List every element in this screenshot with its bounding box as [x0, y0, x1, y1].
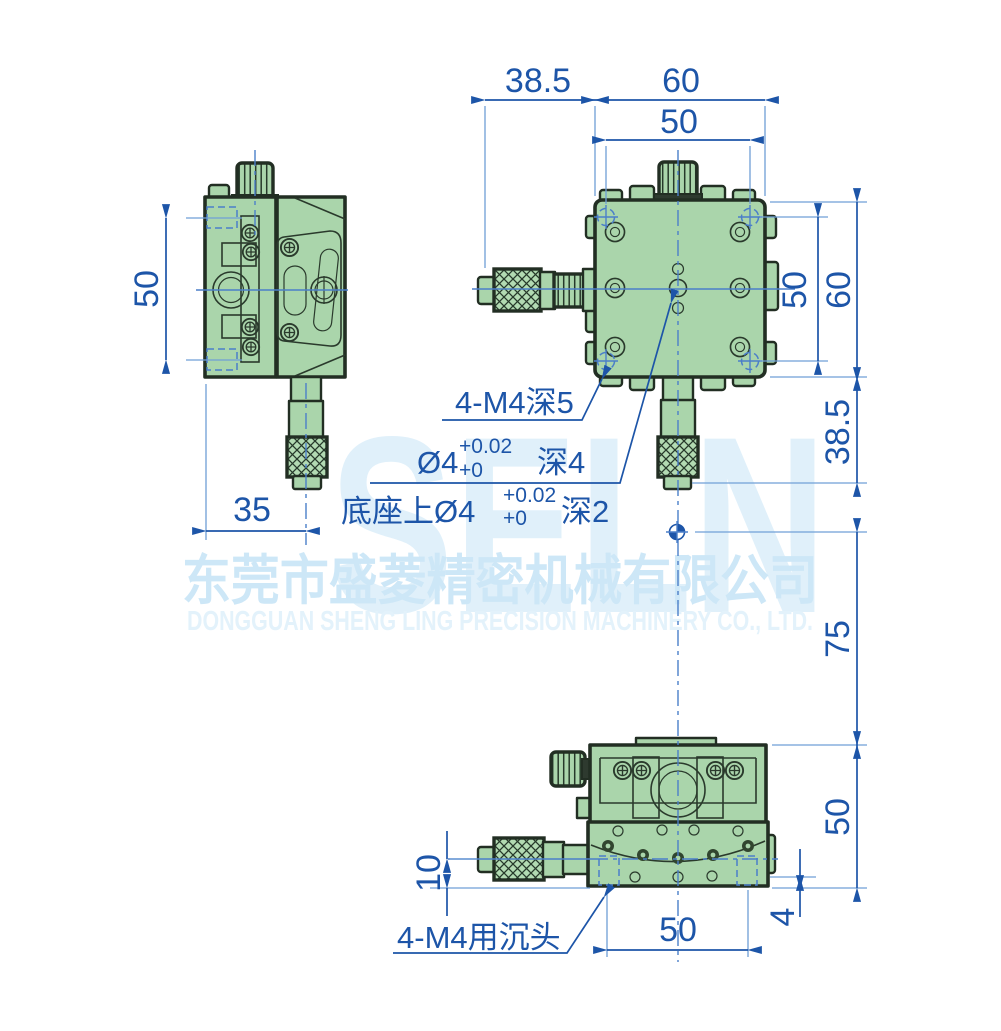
dim-front-hole-span-text: 50 — [659, 911, 697, 949]
dim-front-axis: 10 — [410, 831, 590, 916]
center-reference-mark — [666, 521, 688, 543]
annotation-countersink-text: 4-M4用沉头 — [397, 920, 561, 955]
annotation-base-pin-tol-dn: +0 — [503, 507, 527, 530]
dim-top-hole-span-x: 50 — [592, 103, 764, 204]
annotation-pin-hole: Ø4 +0.02 +0 深4 — [370, 288, 679, 484]
annotation-m4-top-text: 4-M4深5 — [455, 385, 574, 420]
dim-top-hole-span-x-text: 50 — [660, 103, 698, 141]
m4-mark — [594, 205, 618, 229]
watermark-company-en: DONGGUAN SHENG LING PRECISION MACHINERY … — [187, 605, 813, 636]
annotation-base-pin-depth: 深2 — [561, 494, 609, 529]
dim-front-base-step: 4 — [764, 849, 816, 926]
dim-front-75: 75 — [695, 518, 867, 759]
dim-top-hole-span-y-text: 50 — [776, 271, 814, 309]
annotations: 4-M4深5 Ø4 +0.02 +0 深4 底座上Ø4 +0.02 +0 深2 … — [341, 288, 679, 955]
annotation-countersink: 4-M4用沉头 — [393, 883, 616, 955]
dim-top-hole-span-y: 50 — [760, 203, 828, 375]
side-view — [203, 161, 347, 491]
dim-top-width-text: 60 — [662, 62, 700, 100]
annotation-base-pin-tol-up: +0.02 — [503, 484, 556, 507]
side-body-right — [275, 195, 347, 379]
dim-front-height-text: 50 — [819, 798, 857, 836]
side-micrometer — [285, 375, 329, 491]
front-knob — [549, 750, 587, 788]
dim-front-height: 50 — [772, 731, 867, 902]
dim-front-75-text: 75 — [819, 620, 857, 658]
watermark-company-cn: 东莞市盛菱精密机械有限公司 — [182, 551, 818, 611]
m4-mark — [738, 205, 762, 229]
annotation-m4-top: 4-M4深5 — [442, 364, 612, 421]
watermark: SELN 东莞市盛菱精密机械有限公司 DONGGUAN SHENG LING P… — [182, 385, 827, 666]
dim-top-385-text: 38.5 — [505, 62, 571, 100]
m4-mark — [738, 349, 762, 373]
annotation-pin-tol-up: +0.02 — [459, 435, 512, 458]
annotation-pin-dia: Ø4 — [417, 445, 458, 480]
dim-side-base-width: 35 — [192, 384, 320, 540]
annotation-pin-tol-dn: +0 — [459, 459, 483, 482]
dim-top-width: 60 — [581, 62, 779, 105]
dim-side-height-text: 50 — [128, 270, 166, 308]
dim-top-mic-length-text: 38.5 — [819, 399, 857, 465]
watermark-logo: SELN — [329, 385, 827, 666]
hidden-countersink — [736, 855, 758, 886]
side-right-details — [276, 197, 346, 377]
dim-front-base-step-text: 4 — [764, 908, 802, 927]
dim-top-385: 38.5 — [471, 62, 766, 268]
dim-top-height-text: 60 — [820, 271, 858, 309]
dim-top-height: 60 — [770, 188, 867, 391]
dim-top-mic-length: 38.5 — [692, 367, 867, 497]
dim-front-hole-span: 50 — [593, 890, 762, 957]
front-view — [476, 736, 777, 888]
top-left-micrometer — [476, 267, 597, 313]
dim-side-height: 50 — [128, 204, 242, 374]
dim-side-base-width-text: 35 — [233, 491, 271, 529]
bearing-balls — [602, 840, 754, 864]
annotation-pin-depth: 深4 — [537, 445, 585, 480]
dimensions: 50 35 38.5 60 50 50 — [128, 62, 867, 957]
dim-front-axis-text: 10 — [410, 854, 448, 892]
annotation-base-pin-dia: 底座上Ø4 — [341, 494, 475, 529]
annotation-base-pin-hole: 底座上Ø4 +0.02 +0 深2 — [341, 484, 609, 530]
